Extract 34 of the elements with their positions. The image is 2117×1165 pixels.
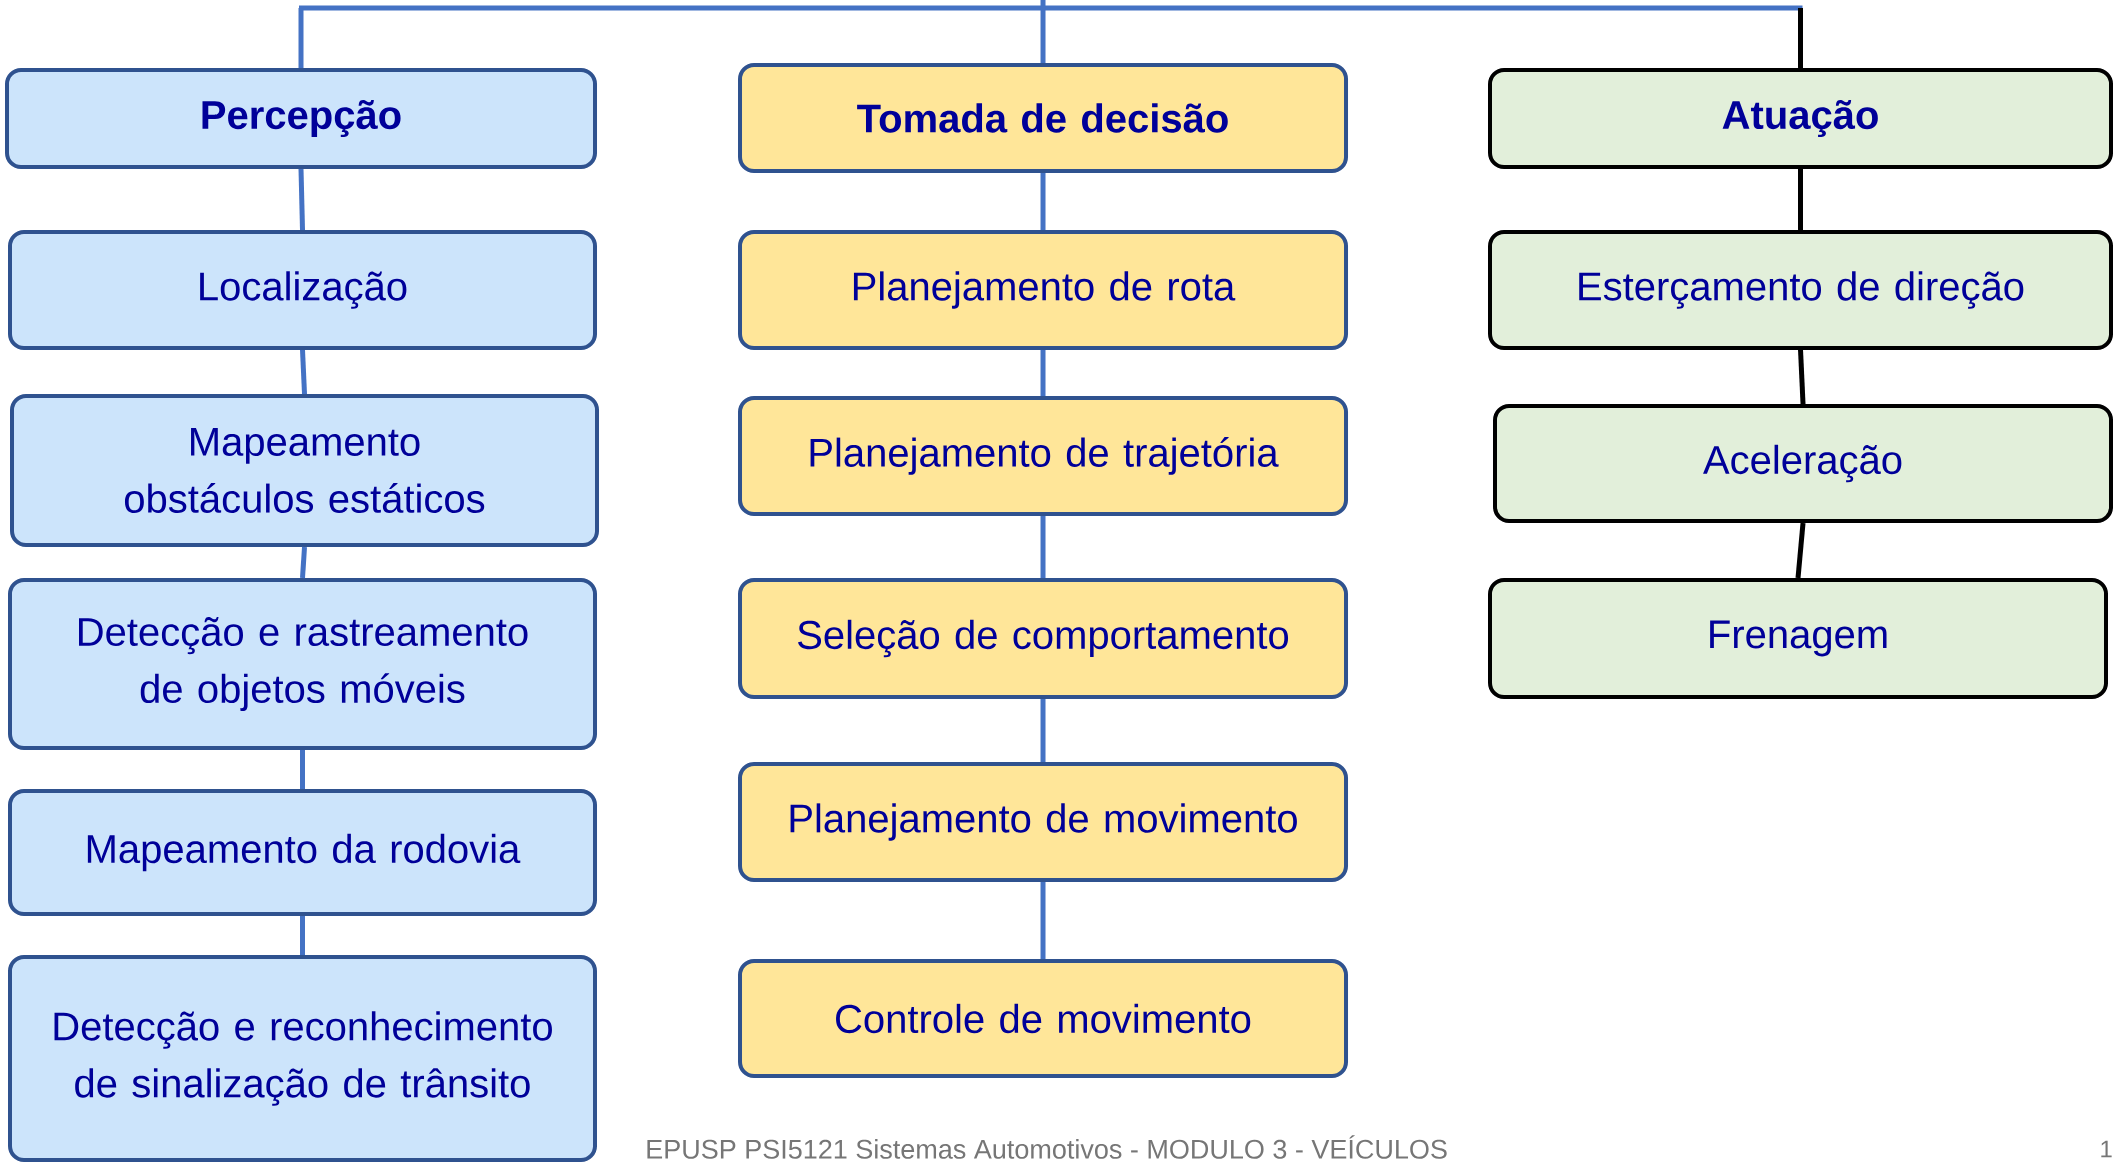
process-box: Detecção e rastreamento de objetos móveis [8,578,597,750]
connector-line [1040,516,1046,578]
connector-line [1795,522,1806,579]
process-box: Controle de movimento [738,959,1348,1078]
connector-line [1798,169,1803,230]
process-box: Mapeamento da rodovia [8,789,597,916]
process-box: Localização [8,230,597,350]
connector-line [1798,8,1803,68]
process-box: Planejamento de rota [738,230,1348,350]
process-box: Mapeamento obstáculos estáticos [10,394,599,547]
header-box: Atuação [1488,68,2114,169]
connector-line [1040,173,1046,230]
footer-text: EPUSP PSI5121 Sistemas Automotivos - MODULO 3 - VEÍCULOS [647,1135,1447,1159]
connector-line [300,349,307,395]
connector-line [300,916,305,955]
connector-line [298,168,305,231]
process-box: Seleção de comportamento [738,578,1348,699]
process-box: Esterçamento de direção [1488,230,2114,350]
connector-line [1040,0,1046,63]
connector-line [300,546,307,579]
connector-line [1040,882,1046,959]
connector-line [1040,699,1046,762]
connector-line [300,750,305,789]
connector-line [1040,350,1046,396]
connector-line [298,8,304,68]
process-box: Detecção e reconhecimento de sinalização de trânsito [8,955,597,1162]
process-box: Aceleração [1493,404,2114,523]
page-number: 1 [2101,1140,2112,1158]
connector-line [1798,349,1806,405]
header-box: Tomada de decisão [738,63,1348,173]
process-box: Frenagem [1488,578,2109,699]
header-box: Percepção [5,68,597,169]
process-box: Planejamento de movimento [738,762,1348,882]
process-box: Planejamento de trajetória [738,396,1348,516]
